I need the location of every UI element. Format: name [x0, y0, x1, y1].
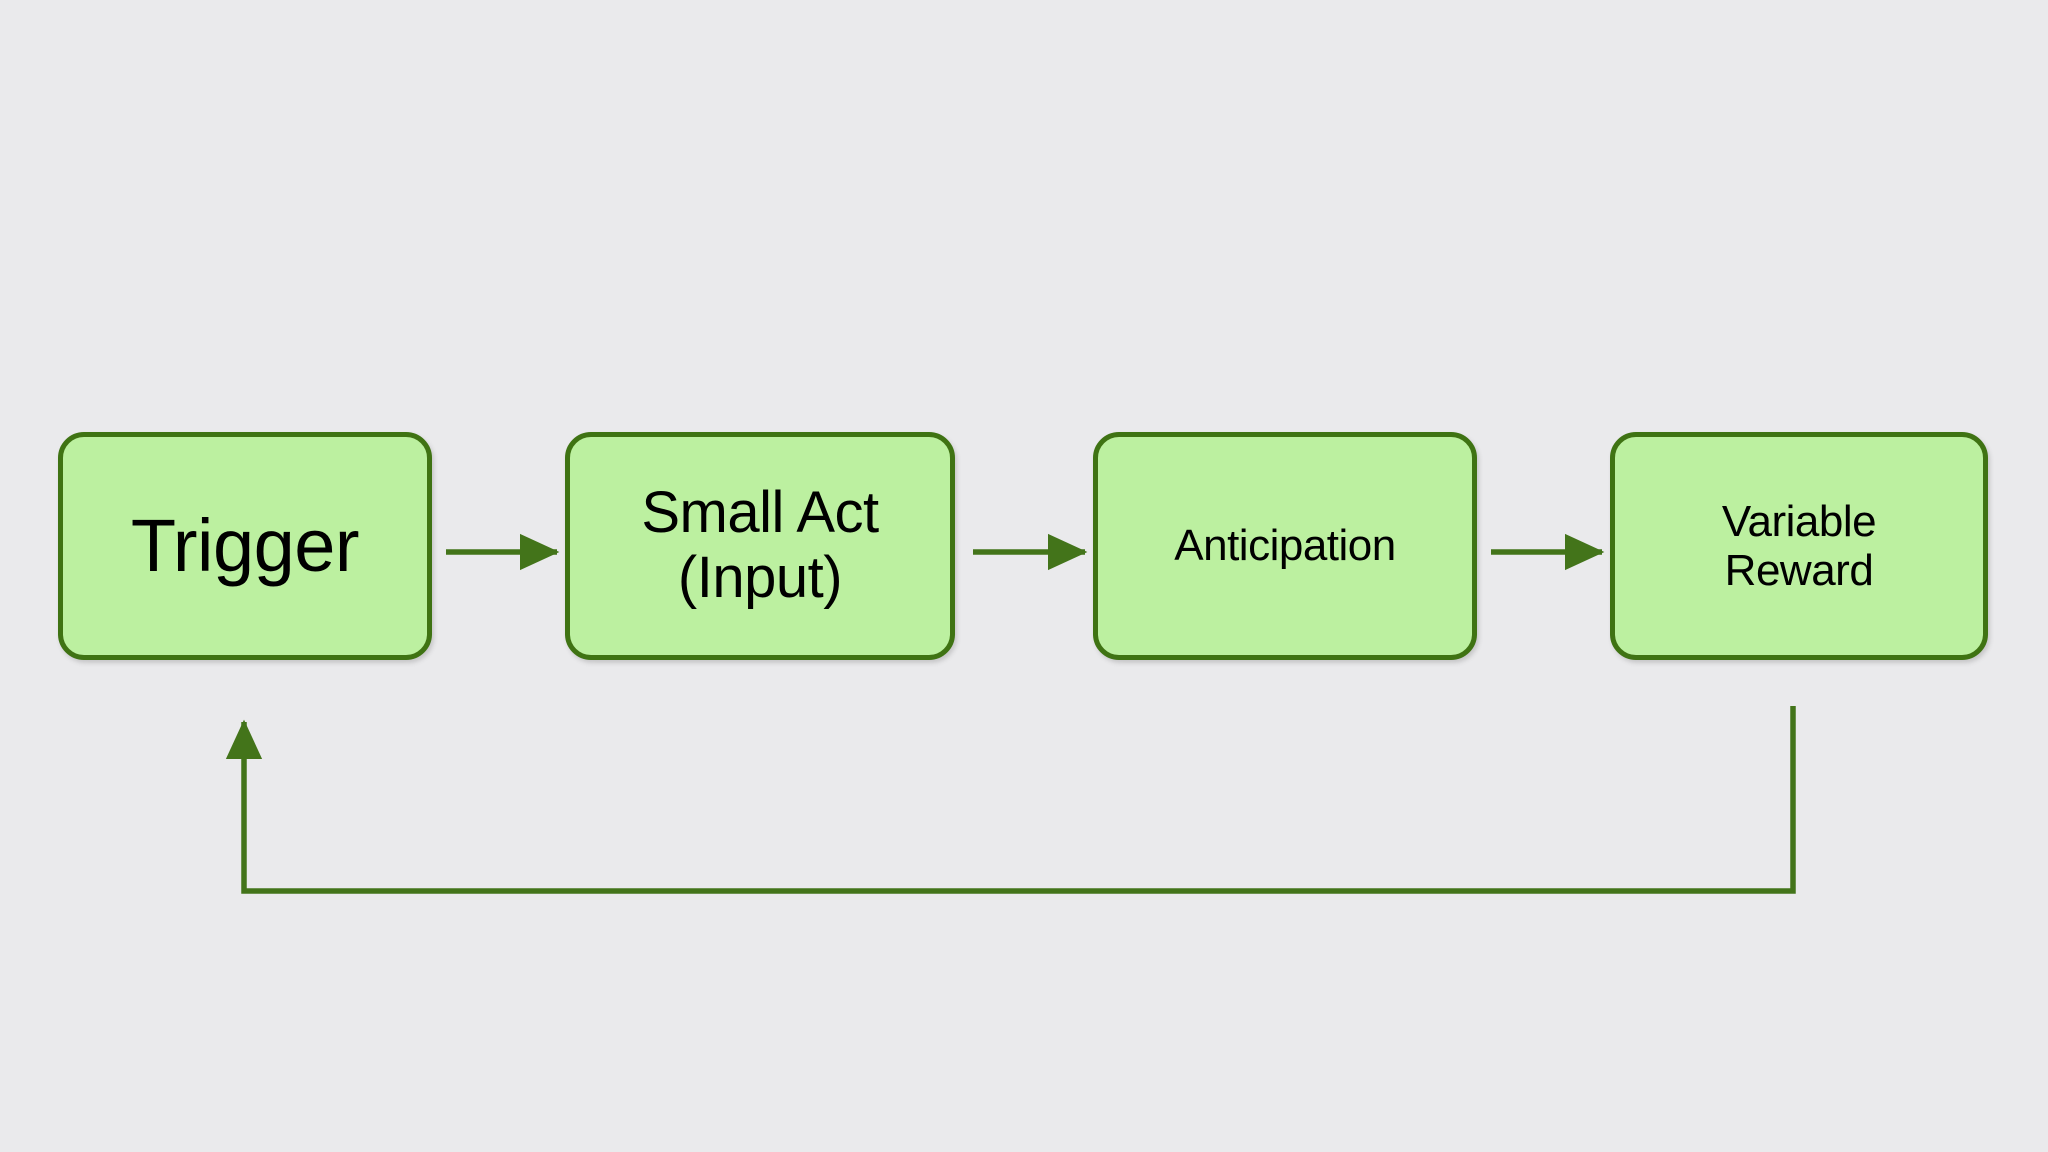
node-trigger-label: Trigger — [130, 503, 360, 587]
node-anticipation-label: Anticipation — [1174, 521, 1396, 571]
node-variable-reward-label: Variable Reward — [1721, 496, 1877, 595]
node-small-act[interactable]: Small Act (Input) — [565, 432, 955, 660]
node-small-act-label: Small Act (Input) — [641, 480, 879, 610]
node-anticipation[interactable]: Anticipation — [1093, 432, 1477, 660]
node-trigger[interactable]: Trigger — [58, 432, 432, 660]
node-variable-reward[interactable]: Variable Reward — [1610, 432, 1988, 660]
connector-variable-reward-to-trigger — [225, 706, 1796, 894]
